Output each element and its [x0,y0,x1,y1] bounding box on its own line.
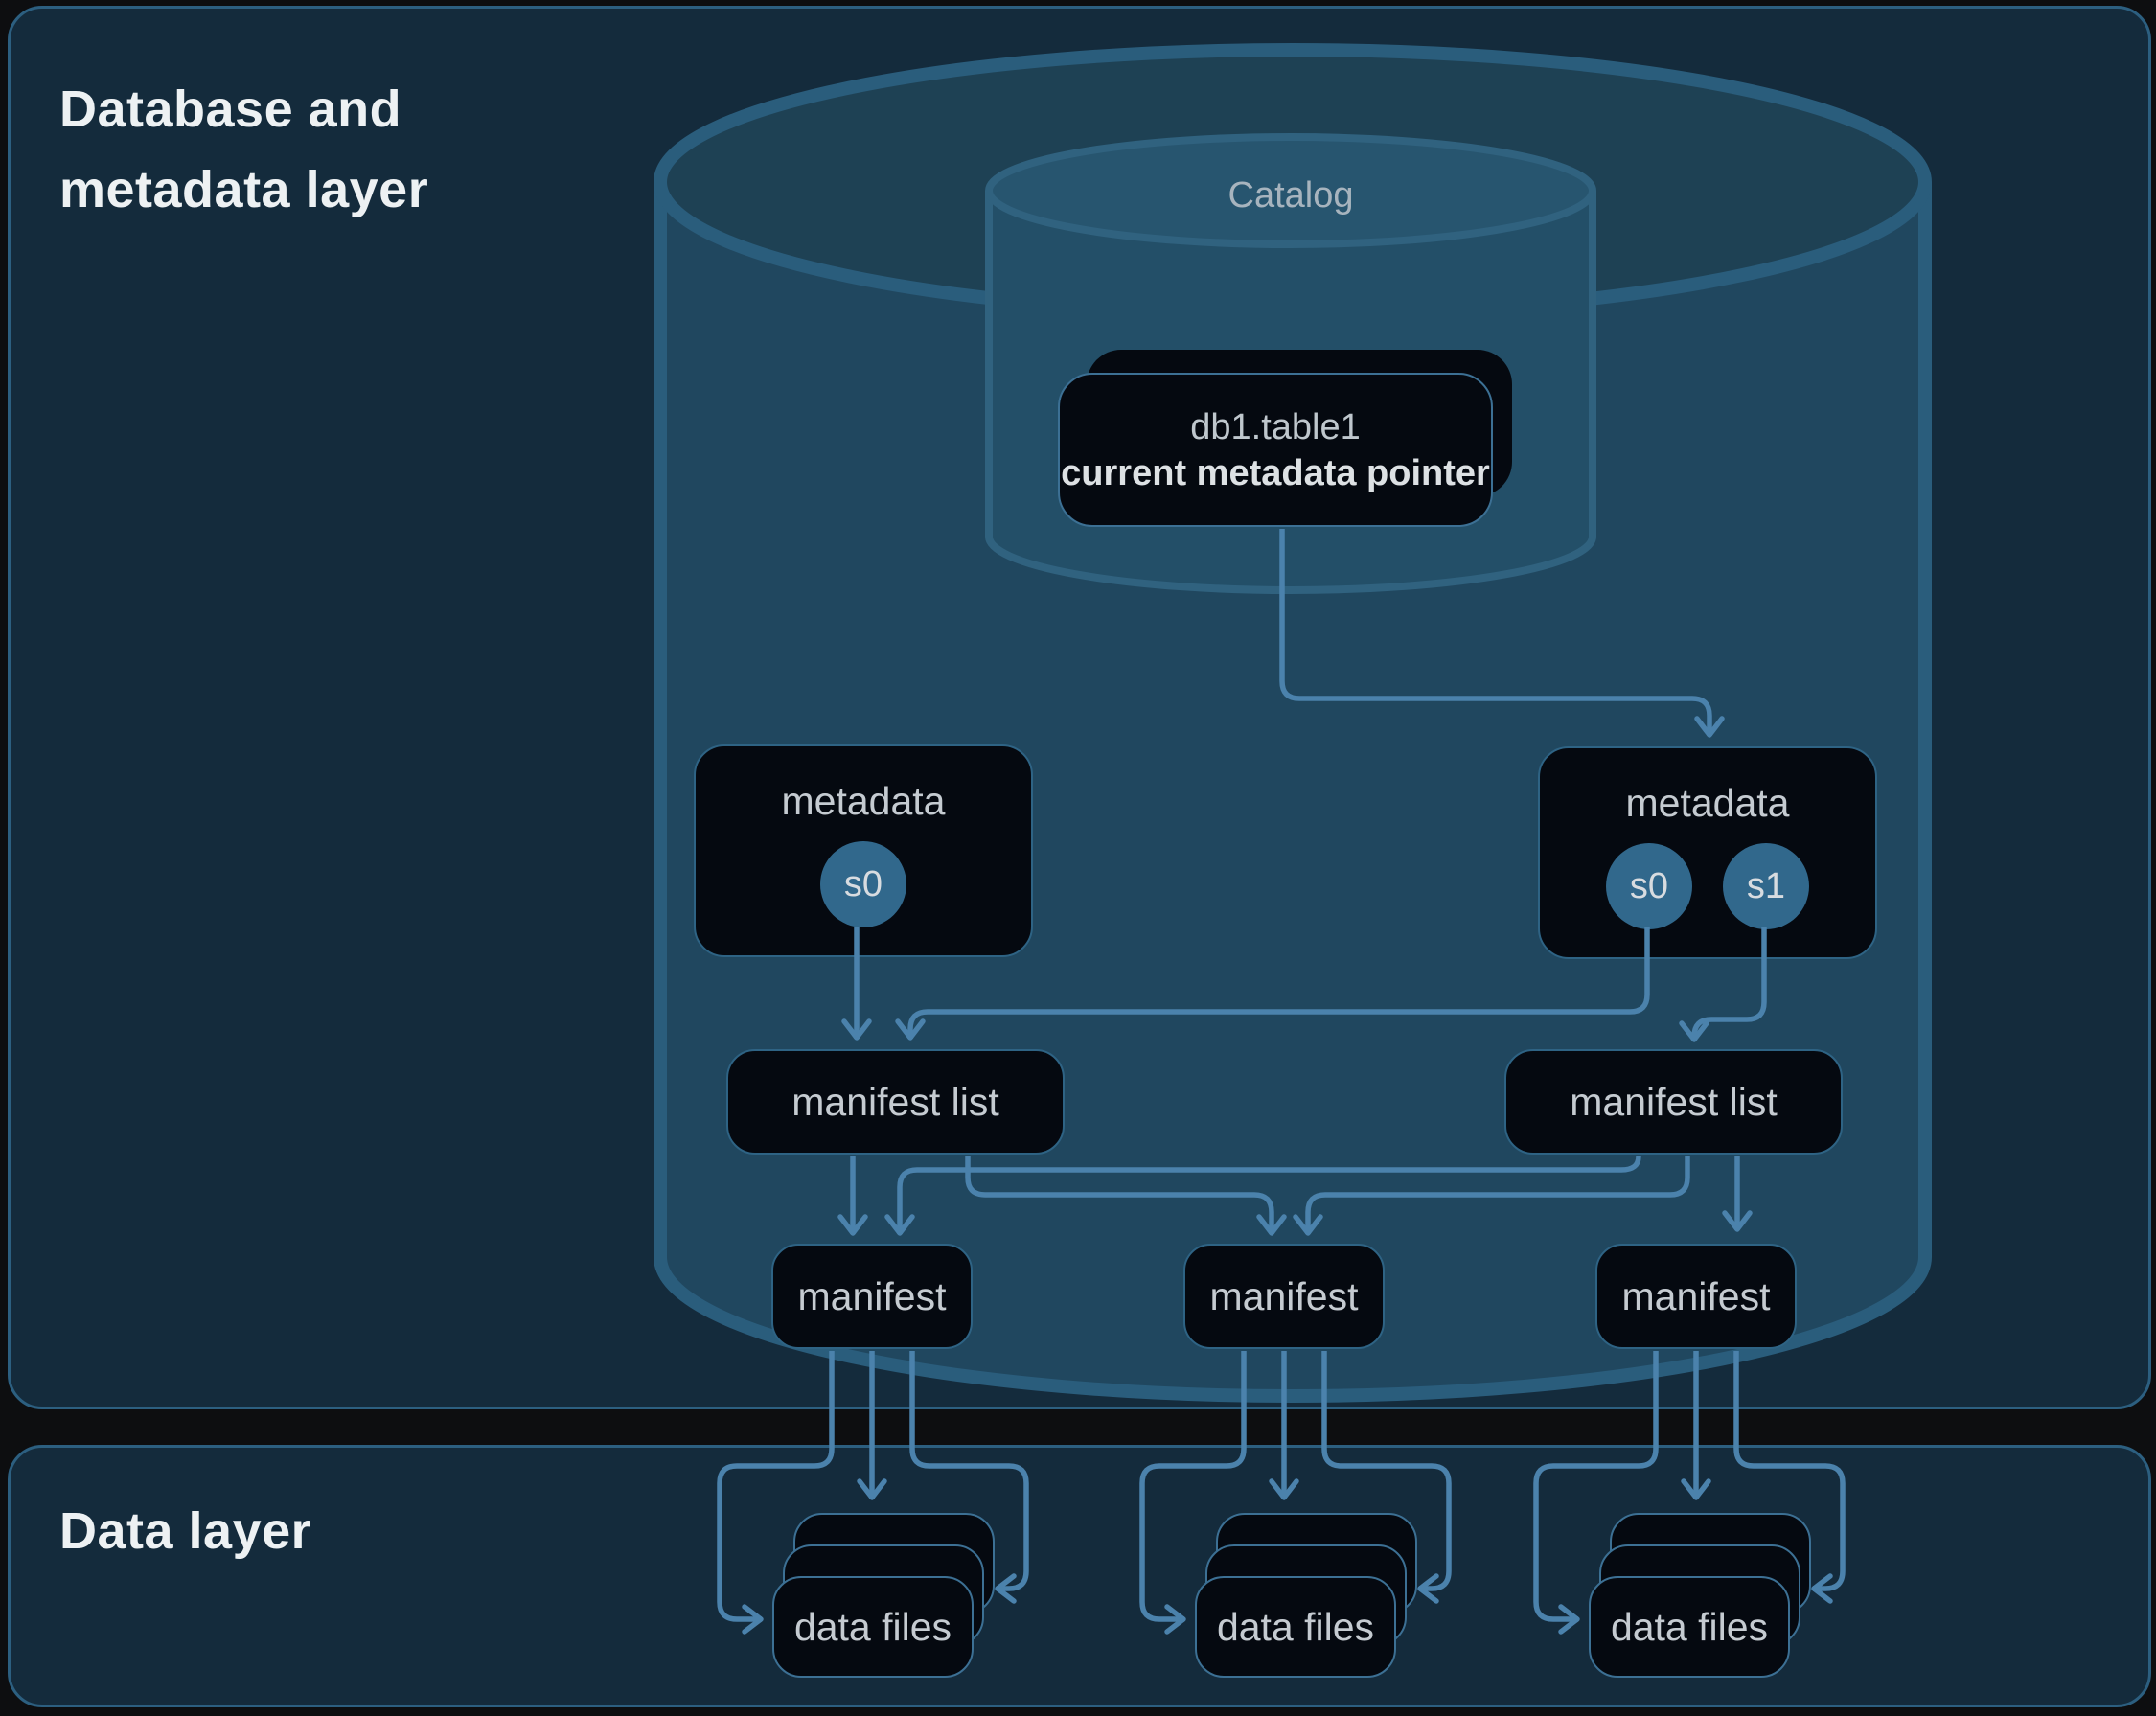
manifest-label: manifest [1621,1273,1771,1318]
manifest-box-2: manifest [1183,1244,1385,1349]
metadata-layer-title-line2: metadata layer [59,161,429,218]
manifest-list-box-left: manifest list [726,1049,1065,1155]
pointer-box-subtitle: current metadata pointer [1061,452,1490,493]
data-files-stack-center: data files [1195,1576,1396,1678]
snapshot-badge-s1: s1 [1723,843,1809,929]
data-files-label: data files [1610,1604,1769,1649]
data-layer-title: Data layer [59,1502,312,1560]
pointer-box-table-name: db1.table1 [1190,406,1361,447]
manifest-list-label: manifest list [791,1079,999,1124]
metadata-pointer-box: db1.table1 current metadata pointer [1058,373,1493,527]
manifest-label: manifest [1209,1273,1359,1318]
snapshot-badge-s0: s0 [820,841,906,927]
metadata-layer-title: Database and metadata layer [59,69,428,230]
data-files-label: data files [1216,1604,1375,1649]
manifest-list-box-right: manifest list [1504,1049,1843,1155]
catalog-label: Catalog [1227,175,1354,216]
manifest-label: manifest [797,1273,947,1318]
data-layer-panel [8,1445,2151,1707]
metadata-file-label: metadata [1625,781,1790,825]
data-files-stack-left: data files [772,1576,974,1678]
manifest-box-3: manifest [1595,1244,1797,1349]
metadata-layer-title-line1: Database and [59,80,402,138]
metadata-file-box-right: metadata s0 s1 [1538,746,1877,959]
metadata-file-label: metadata [781,779,946,823]
metadata-file-box-left: metadata s0 [694,744,1033,957]
data-files-label: data files [793,1604,952,1649]
manifest-list-label: manifest list [1570,1079,1778,1124]
snapshot-badge-s0: s0 [1606,843,1692,929]
data-files-stack-right: data files [1589,1576,1790,1678]
manifest-box-1: manifest [771,1244,973,1349]
